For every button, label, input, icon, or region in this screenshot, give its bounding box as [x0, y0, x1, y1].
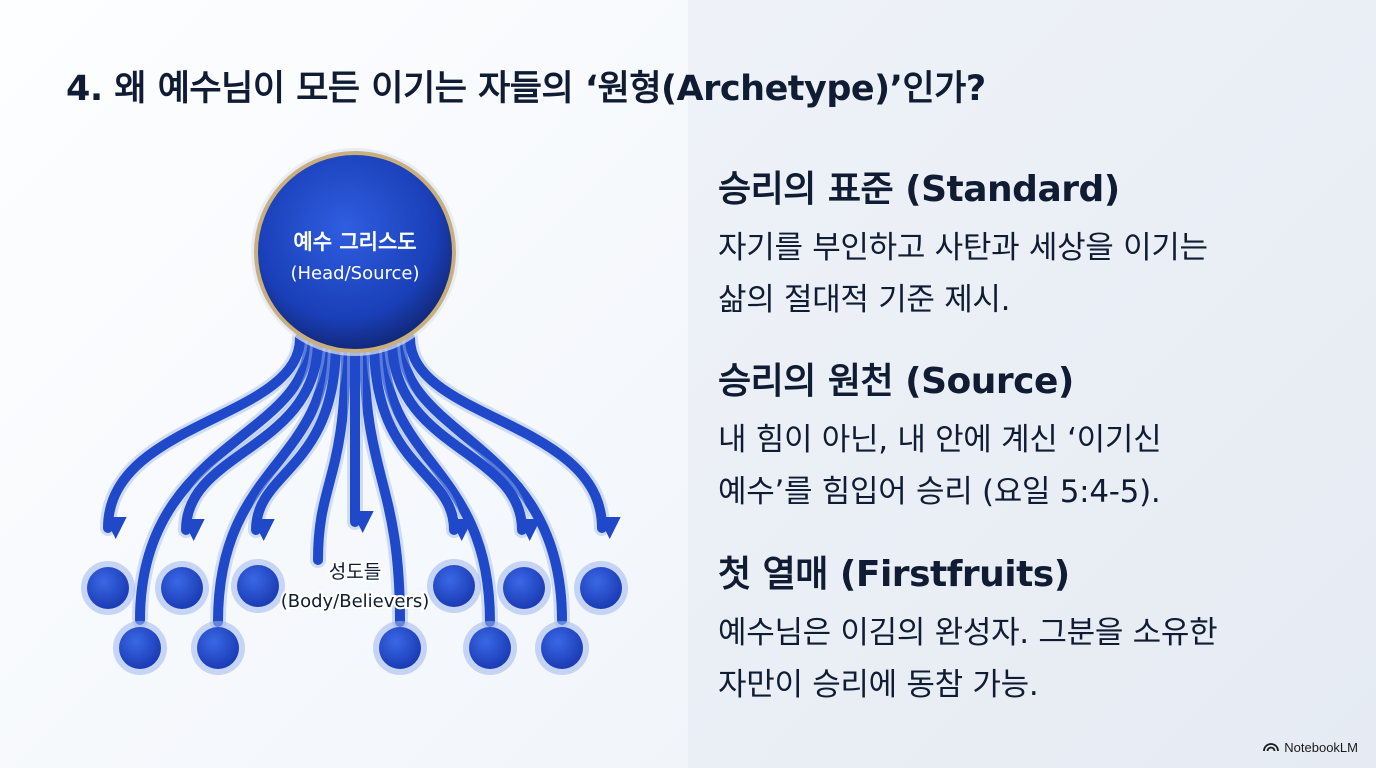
connector-line-1 [213, 336, 332, 627]
believer-nodes [81, 559, 628, 675]
point-line: 예수님은 이김의 완성자. 그분을 소유한 [718, 615, 1218, 651]
connector-line-0 [135, 335, 314, 625]
believer-node-upper-3 [433, 565, 475, 607]
brand-mark: NotebookLM [1263, 740, 1358, 755]
point-line: 삶의 절대적 기준 제시. [718, 282, 1011, 318]
point-heading: 첫 열매 (Firstfruits) [718, 554, 1070, 595]
connector-arrow-1 [181, 335, 323, 542]
connector-line-2 [313, 338, 351, 565]
body-label: 성도들 [329, 561, 381, 583]
body-sublabel: (Body/Believers) [281, 591, 430, 612]
connector-lines [100, 330, 621, 630]
page-title: 4. 왜 예수님이 모든 이기는 자들의 ‘원형(Archetype)’인가? [66, 69, 986, 109]
connector-arrow-6 [405, 333, 621, 539]
point-standard: 승리의 표준 (Standard) 자기를 부인하고 사탄과 세상을 이기는 삶… [718, 160, 1318, 326]
point-body: 내 힘이 아닌, 내 안에 계신 ‘이기신 예수’를 힘입어 승리 (요일 5:… [718, 414, 1318, 518]
connector-arrow-5 [387, 335, 541, 541]
point-firstfruits: 첫 열매 (Firstfruits) 예수님은 이김의 완성자. 그분을 소유한… [718, 545, 1318, 711]
head-sublabel: (Head/Source) [291, 263, 420, 284]
believer-node-upper-0 [87, 567, 129, 609]
point-body: 예수님은 이김의 완성자. 그분을 소유한 자만이 승리에 동참 가능. [718, 607, 1318, 711]
connector-line-3 [359, 338, 405, 627]
right-panel [688, 0, 1376, 768]
believer-node-upper-4 [503, 567, 545, 609]
point-line: 자기를 부인하고 사탄과 세상을 이기는 [718, 230, 1208, 266]
point-body: 자기를 부인하고 사탄과 세상을 이기는 삶의 절대적 기준 제시. [718, 222, 1318, 326]
believer-node-upper-1 [161, 567, 203, 609]
connector-line-4 [378, 336, 495, 627]
head-node: 예수 그리스도 (Head/Source) [251, 148, 459, 356]
point-line: 내 힘이 아닌, 내 안에 계신 ‘이기신 [718, 422, 1162, 458]
notebooklm-logo-icon [1263, 740, 1280, 755]
point-line: 예수’를 힘입어 승리 (요일 5:4-5). [718, 474, 1161, 510]
body-label-group: 성도들 (Body/Believers) [279, 559, 432, 614]
believer-node-lower-0 [119, 627, 161, 669]
connector-line-5 [396, 335, 567, 625]
point-heading: 승리의 표준 (Standard) [718, 169, 1120, 210]
connector-arrow-0 [103, 333, 305, 540]
point-line: 자만이 승리에 동참 가능. [718, 667, 1039, 703]
believer-node-lower-3 [469, 627, 511, 669]
head-body-diagram: 예수 그리스도 (Head/Source) 성도들 (Body/Believer… [81, 148, 628, 675]
point-heading: 승리의 원천 (Source) [718, 361, 1074, 402]
point-source: 승리의 원천 (Source) 내 힘이 아닌, 내 안에 계신 ‘이기신 예수… [718, 352, 1318, 518]
connector-arrow-4 [369, 337, 473, 541]
believer-node-upper-2 [237, 565, 279, 607]
head-label: 예수 그리스도 [293, 230, 416, 254]
believer-node-lower-4 [541, 627, 583, 669]
believer-node-lower-1 [197, 627, 239, 669]
believer-node-upper-5 [580, 567, 622, 609]
believer-node-lower-2 [379, 627, 421, 669]
brand-label: NotebookLM [1284, 740, 1358, 755]
connector-arrow-2 [251, 337, 341, 542]
